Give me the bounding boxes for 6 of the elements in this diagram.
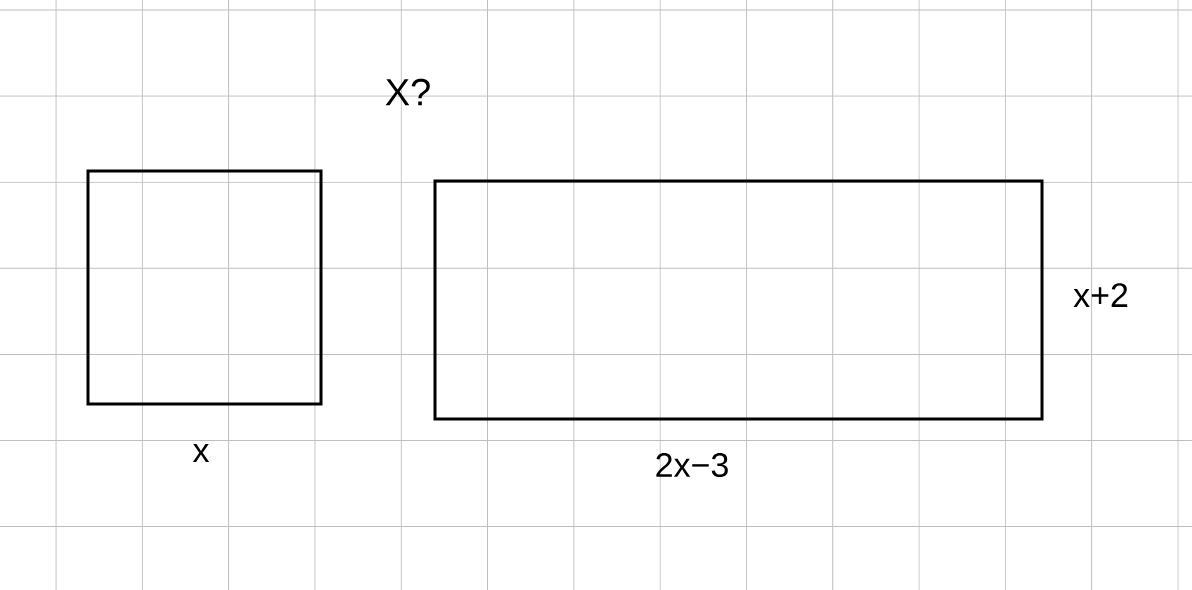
dimension-label: 2x−3 (656, 452, 728, 478)
rectangle-shape (86, 169, 323, 406)
rectangle-shape (433, 179, 1044, 421)
dimension-label: x+2 (1073, 283, 1128, 307)
question-label: X? (385, 78, 430, 106)
dimension-label: x (192, 444, 210, 462)
